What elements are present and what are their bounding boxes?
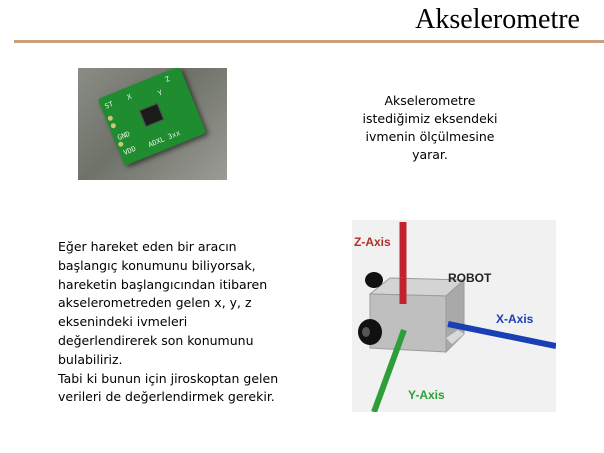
board-label-vdd: VDD (122, 144, 138, 157)
pin-dot (117, 140, 125, 148)
title-divider (14, 40, 604, 43)
accelerometer-description: Akselerometre istediğimiz eksendeki ivme… (362, 93, 498, 162)
robot-tab (446, 330, 464, 344)
pcb-board: ST X Y Z GND VDD ADXL 3xx (97, 68, 207, 166)
y-axis-line (371, 328, 407, 412)
board-label-gnd: GND (116, 129, 132, 143)
accelerometer-board-photo: ST X Y Z GND VDD ADXL 3xx (78, 68, 227, 180)
board-label-st: ST (103, 100, 115, 111)
z-axis-label: Z-Axis (354, 235, 391, 249)
x-axis-line (447, 321, 556, 349)
body-paragraph: Eğer hareket eden bir aracın başlangıç k… (58, 239, 279, 405)
robot-wheel-back (365, 272, 383, 288)
y-axis-label: Y-Axis (408, 388, 445, 402)
x-axis-label: X-Axis (496, 312, 534, 326)
pin-dot (110, 122, 117, 129)
robot-front-face (369, 293, 447, 353)
board-label-z: Z (164, 75, 172, 85)
robot-wheel-hub (362, 327, 370, 337)
slide-title: Akselerometre (415, 4, 580, 35)
board-label-y: Y (156, 88, 164, 98)
sensor-chip (138, 102, 165, 128)
robot-label: ROBOT (448, 271, 492, 285)
board-label-x: X (125, 92, 133, 102)
pin-dot (107, 115, 114, 122)
robot-axis-diagram: Z-Axis ROBOT X-Axis Y-Axis (352, 220, 556, 412)
board-label-model: ADXL 3xx (147, 129, 182, 150)
